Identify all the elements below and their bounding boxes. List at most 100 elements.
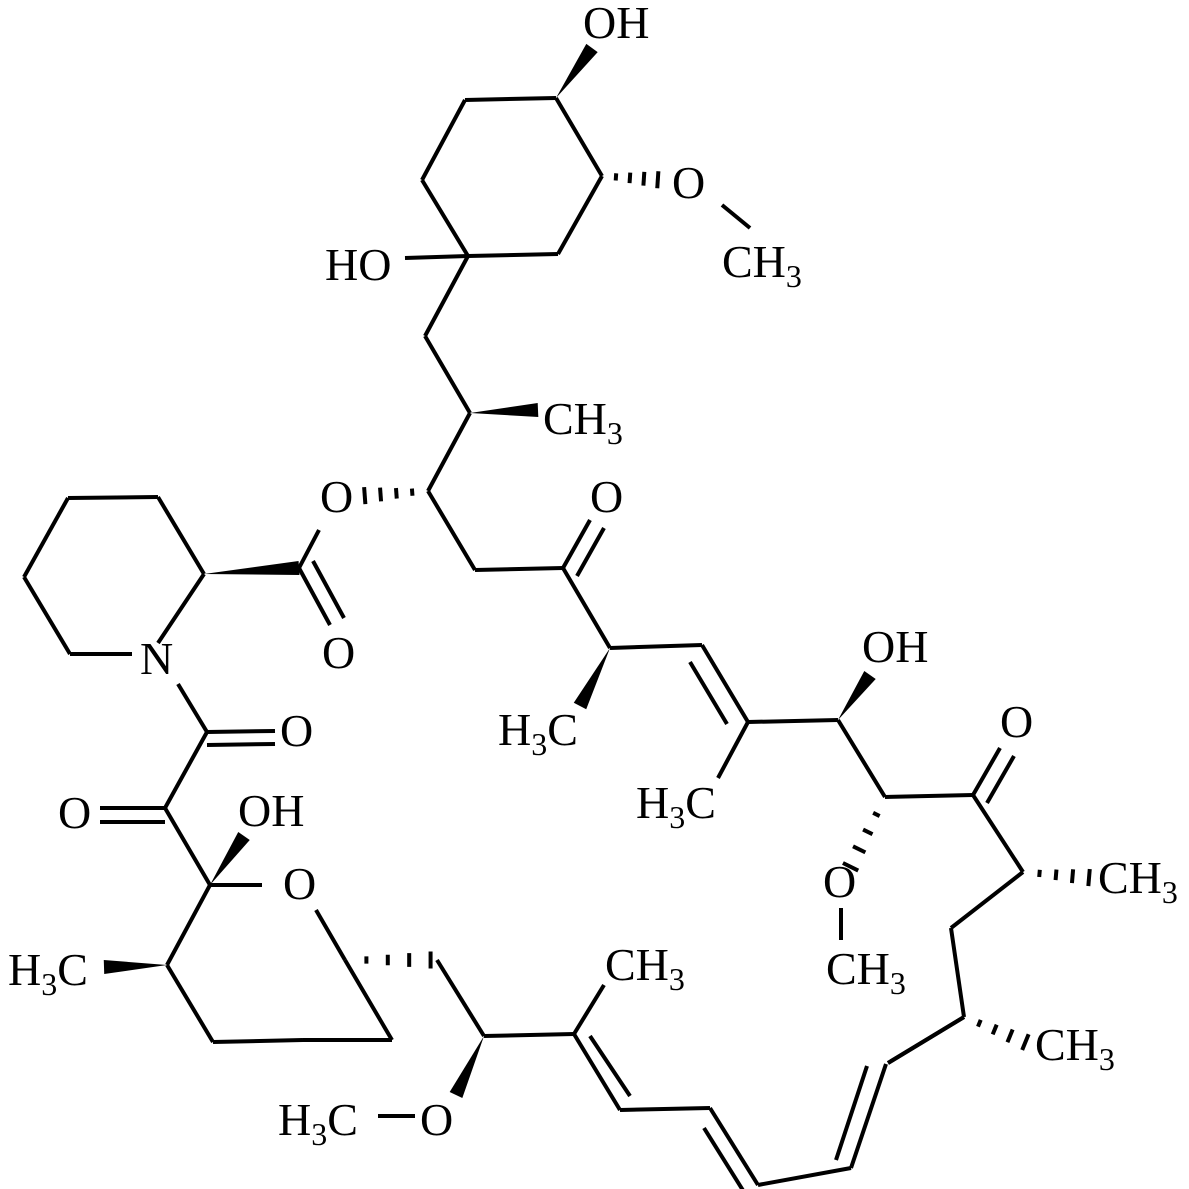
hash-mark xyxy=(1086,868,1092,887)
atom-label-ch3-wedge-upper: CH3 xyxy=(543,393,623,451)
atom-label-oh-mid: OH xyxy=(862,621,928,672)
double-bond-line xyxy=(572,1032,622,1112)
bond-line xyxy=(297,529,321,569)
wedge-bonds xyxy=(103,43,876,1099)
wedge-bond xyxy=(103,960,167,974)
atom-label-o-ester: O xyxy=(320,471,353,522)
wedge-bond xyxy=(573,648,610,710)
hash-mark xyxy=(1005,1028,1015,1043)
atom-label-oh-hemiketal: OH xyxy=(238,785,304,836)
bond-line xyxy=(423,334,472,415)
hash-mark xyxy=(641,171,647,186)
wedge-bond xyxy=(210,832,250,885)
atom-label-o-ester-carbonyl: O xyxy=(322,627,355,678)
hash-mark xyxy=(655,171,661,189)
double-bond-line xyxy=(985,755,1016,804)
bond-line xyxy=(435,958,486,1038)
bond-line xyxy=(836,718,887,799)
atom-label-h3c-vinyl: H3C xyxy=(636,777,716,835)
bond-line xyxy=(420,99,467,181)
hash-mark xyxy=(990,1023,999,1036)
bond-line xyxy=(212,1038,304,1044)
bond-line xyxy=(716,721,750,779)
bond-line xyxy=(156,572,206,645)
atom-label-o-amide: O xyxy=(280,705,313,756)
bond-line xyxy=(884,793,974,799)
double-bond-line xyxy=(588,1034,632,1098)
double-bond-line xyxy=(561,519,592,569)
bond-line xyxy=(423,255,470,337)
bond-line xyxy=(483,1032,575,1038)
double-bond-line xyxy=(311,560,346,619)
double-bond-line xyxy=(206,742,276,747)
atom-label-ho-quaternary: HO xyxy=(325,239,391,290)
double-bond-line xyxy=(886,1015,966,1065)
bond-line xyxy=(619,1106,711,1112)
atom-label-ch3-methoxy-ring: CH3 xyxy=(722,236,802,294)
bond-line xyxy=(165,884,212,966)
double-bond-line xyxy=(849,1063,888,1169)
bond-line xyxy=(426,489,477,572)
double-bond-line xyxy=(702,1126,745,1189)
hash-mark xyxy=(1069,869,1076,884)
bond-line xyxy=(426,412,472,492)
bond-line xyxy=(163,806,212,887)
atom-label-o-pyran: O xyxy=(283,858,316,909)
atom-label-h3c-methoxy-bottom: H3C xyxy=(278,1094,358,1152)
bond-line xyxy=(343,958,394,1042)
hash-mark xyxy=(852,844,867,855)
hash-mark xyxy=(1053,869,1059,881)
bond-line xyxy=(176,682,209,734)
bond-line xyxy=(572,983,606,1036)
bond-line xyxy=(314,908,347,962)
bond-line xyxy=(757,1166,852,1187)
hash-mark xyxy=(362,487,368,505)
wedge-bond xyxy=(470,403,539,417)
bond-line xyxy=(22,497,70,578)
hash-mark xyxy=(627,172,633,184)
bond-line xyxy=(22,575,72,656)
atom-label-h3c-pyran: H3C xyxy=(8,944,88,1002)
atom-label-o-methoxy-mid: O xyxy=(823,856,856,907)
atom-label-ch3-methoxy-mid: CH3 xyxy=(826,943,906,1001)
atom-label-o-diketo: O xyxy=(58,787,91,838)
wedge-bond xyxy=(449,1036,484,1099)
hash-mark xyxy=(872,811,881,818)
wedge-bond xyxy=(204,561,300,575)
hash-mark xyxy=(409,488,415,496)
bond-line xyxy=(464,96,557,102)
bond-line xyxy=(949,870,1025,930)
double-bond-line xyxy=(206,729,276,734)
bond-line xyxy=(156,495,206,576)
atom-label-oh-top: OH xyxy=(583,0,649,48)
hash-mark xyxy=(842,861,860,873)
double-bonds xyxy=(100,519,1016,1189)
bond-line xyxy=(554,96,604,178)
atom-label-n-piperidine: N xyxy=(140,633,173,684)
hash-mark xyxy=(1020,1033,1031,1051)
bond-line xyxy=(67,495,159,500)
atom-label-o-methoxy-bottom: O xyxy=(420,1094,453,1145)
bond-line xyxy=(971,793,1025,874)
bond-line xyxy=(165,963,215,1044)
atom-label-h3c-wedge-mid: H3C xyxy=(498,704,578,762)
atom-label-ch3-hash-right-1: CH3 xyxy=(1098,852,1178,910)
double-bond-line xyxy=(575,527,606,577)
double-bond-line xyxy=(688,660,729,726)
single-bonds xyxy=(22,96,1025,1187)
hashed-bonds xyxy=(362,171,1092,1051)
double-bond-line xyxy=(700,643,750,724)
double-bond-line xyxy=(834,1065,869,1161)
bond-line xyxy=(949,927,966,1018)
atom-label-o-ketone-upper: O xyxy=(590,471,623,522)
hash-mark xyxy=(862,827,874,837)
bond-line xyxy=(561,566,612,650)
double-bond-line xyxy=(708,1106,760,1187)
bond-line xyxy=(163,731,209,809)
bond-line xyxy=(720,203,752,230)
double-bond-line xyxy=(971,747,1002,796)
atom-label-ch3-hash-right-2: CH3 xyxy=(1035,1019,1115,1077)
